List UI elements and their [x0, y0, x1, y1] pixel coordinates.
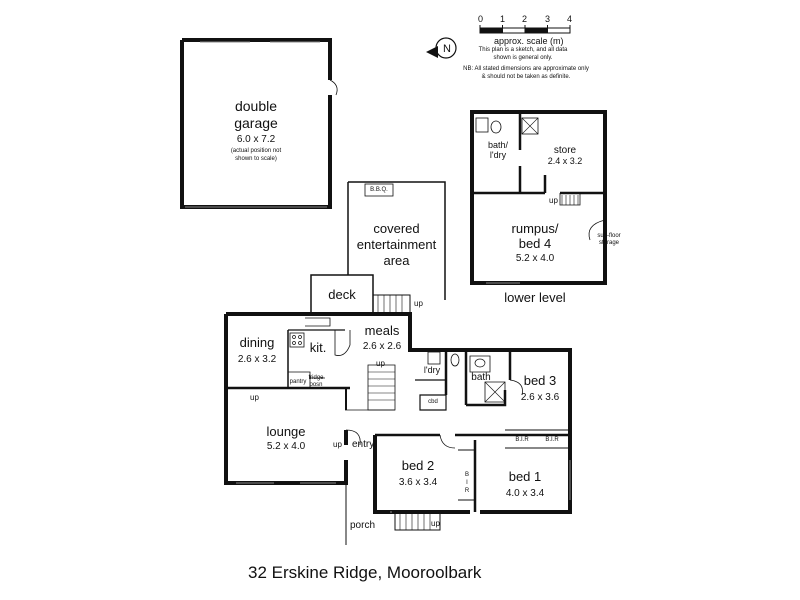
svg-text:N: N [443, 43, 451, 55]
dining-dimensions: 2.6 x 3.2 [237, 354, 277, 365]
fridge-label-line2: posn [309, 382, 323, 388]
meals-dimensions: 2.6 x 2.6 [362, 341, 402, 352]
scale-label: approx. scale (m) [494, 36, 564, 46]
dimensions-note: NB: All stated dimensions are approximat… [463, 66, 589, 80]
cupboard-label: cbd [428, 399, 438, 405]
store-dimensions: 2.4 x 3.2 [547, 156, 583, 166]
covered-area-line2: entertainment [356, 237, 437, 252]
bed3-label: bed 3 [523, 373, 557, 388]
entry-label: entry [352, 439, 375, 450]
garage-dimensions: 6.0 x 7.2 [236, 134, 276, 145]
bed2-label: bed 2 [401, 458, 435, 473]
scale-tick-2: 2 [522, 14, 528, 24]
laundry-label: l'dry [423, 365, 441, 375]
bed2-bir-i: I [466, 480, 468, 486]
scale-tick-3: 3 [545, 14, 551, 24]
garage-name-line1: double [234, 98, 278, 114]
bed2-bir-r: R [464, 488, 470, 494]
garage-note-line1: (actual position not [230, 148, 282, 154]
lower-level-walls [470, 110, 607, 285]
deck-up-label: up [414, 299, 423, 308]
bed1-bir-label: B.I.R [515, 437, 529, 443]
bed3-bir-label: B.I.R [545, 437, 559, 443]
garage-note-line2: shown to scale) [235, 156, 277, 162]
covered-area-line3: area [383, 253, 410, 268]
main-house-walls [224, 312, 572, 545]
deck-label: deck [328, 287, 356, 302]
garage-name-line2: garage [234, 115, 278, 131]
garage-walls [180, 38, 338, 209]
lower-level-label: lower level [504, 290, 566, 305]
dining-label: dining [239, 335, 275, 350]
stair-up-label: up [376, 359, 385, 368]
rumpus-dimensions: 5.2 x 4.0 [515, 253, 555, 264]
pantry-label: pantry [289, 379, 307, 385]
subfloor-label-line1: sub-floor [597, 233, 621, 239]
scale-tick-1: 1 [500, 14, 506, 24]
bed1-label: bed 1 [508, 469, 542, 484]
covered-area-line1: covered [373, 221, 420, 236]
plan-sketch-note: This plan is a sketch, and all data show… [478, 47, 568, 61]
scale-tick-4: 4 [567, 14, 573, 24]
scale-tick-0: 0 [478, 14, 484, 24]
bed4-label: bed 4 [518, 236, 552, 251]
fridge-label-line1: fridge [308, 375, 324, 381]
porch-up-label: up [431, 519, 440, 528]
store-label: store [553, 145, 577, 156]
subfloor-label-line2: storage [598, 240, 619, 246]
meals-label: meals [364, 323, 400, 338]
entry-up-label: up [333, 440, 342, 449]
lounge-up-label: up [250, 393, 259, 402]
lower-laundry-label: l'dry [489, 150, 507, 160]
kitchen-label: kit. [309, 340, 327, 355]
bbq-label: B.B.Q. [370, 187, 388, 193]
lounge-label: lounge [266, 424, 306, 439]
property-address: 32 Erskine Ridge, Mooroolbark [248, 563, 482, 582]
bed3-dimensions: 2.6 x 3.6 [520, 392, 560, 403]
bath-label: bath [471, 372, 491, 383]
lounge-dimensions: 5.2 x 4.0 [266, 441, 306, 452]
bed2-bir-b: B [464, 472, 469, 478]
lower-bath-label: bath/ [487, 140, 509, 150]
porch-label: porch [350, 520, 376, 531]
rumpus-label: rumpus/ [511, 221, 559, 236]
lower-up-label: up [549, 196, 558, 205]
bed2-dimensions: 3.6 x 3.4 [398, 477, 438, 488]
bed1-dimensions: 4.0 x 3.4 [505, 488, 545, 499]
north-arrow-icon: N [426, 37, 457, 59]
scale-bar [479, 25, 571, 34]
